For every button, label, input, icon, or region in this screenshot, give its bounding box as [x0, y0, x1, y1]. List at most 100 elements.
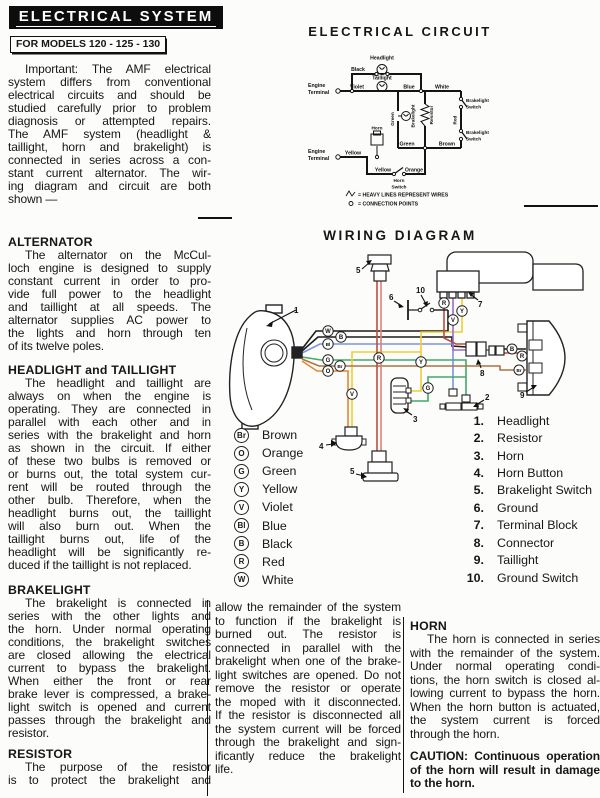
- circuit-heavy-wires: [340, 73, 462, 175]
- wire-code-badge: V: [234, 499, 249, 515]
- svg-text:Brakelight: Brakelight: [411, 104, 416, 127]
- component-number: 6.: [473, 500, 484, 515]
- svg-text:Horn: Horn: [394, 178, 405, 183]
- component-number: 5.: [473, 483, 484, 498]
- text-line: light switch is opened and current: [8, 700, 211, 714]
- svg-text:Yellow: Yellow: [345, 151, 362, 157]
- wire-code-badge: O: [234, 445, 249, 461]
- text-line: tions, the horn switch is closed al-: [410, 672, 600, 687]
- wire-color-name: Red: [262, 554, 285, 569]
- wire-tag: V: [451, 318, 455, 324]
- wire-color-name: Green: [262, 464, 297, 479]
- text-line: is to protect the brakelight and: [8, 773, 211, 787]
- column-divider-right: [403, 617, 405, 793]
- svg-text:Orange: Orange: [405, 168, 423, 174]
- wire-tag: Bl: [326, 342, 331, 348]
- text-line: studied carefully prior to problem: [8, 101, 211, 115]
- text-line: Important: The AMF electrical: [25, 63, 211, 76]
- text-line: of the horn will result in damage: [410, 762, 600, 777]
- svg-text:Brown: Brown: [439, 142, 455, 148]
- text-line: headlight burns out, the taillight: [8, 506, 211, 520]
- brakelight-switch-top-drawing: [367, 254, 392, 282]
- wire-tag: Y: [419, 360, 423, 366]
- callout-10: 10: [416, 286, 425, 295]
- text-line: through the horn.: [410, 726, 500, 741]
- circuit-legend: = HEAVY LINES REPRESENT WIRES = CONNECTI…: [345, 190, 449, 208]
- component-legend-row: 4. Horn Button: [460, 464, 598, 481]
- brakelight-switch-bottom-drawing: [362, 450, 399, 482]
- section-heading-headlight-taillight: HEADLIGHT and TAILLIGHT: [8, 363, 177, 377]
- component-name: Headlight: [497, 413, 550, 428]
- text-line: the horn. Under normal operating: [8, 622, 211, 636]
- component-legend-row: 1. Headlight: [460, 412, 598, 429]
- text-line: system differs from conventional: [8, 75, 211, 89]
- color-legend-row: V Violet: [234, 498, 364, 516]
- text-line: lowing current to bypass the horn.: [410, 686, 600, 700]
- wire-code-badge: R: [234, 554, 249, 570]
- component-name: Ground: [497, 500, 539, 515]
- component-name: Terminal Block: [497, 518, 578, 533]
- wire-tag: B: [339, 335, 344, 341]
- engine-drawing: [436, 251, 584, 299]
- text-line: headlight will be significantly re-: [8, 545, 211, 559]
- component-name: Horn Button: [497, 466, 564, 481]
- svg-text:Brakelight: Brakelight: [466, 130, 489, 135]
- page-title: ELECTRICAL SYSTEM: [9, 6, 223, 29]
- left-column: ALTERNATOR The alternator on the McCul-l…: [8, 236, 211, 787]
- text-line: When the horn button is actuated,: [410, 699, 600, 714]
- wire-color-name: Violet: [262, 500, 293, 515]
- wire-code-badge: Bl: [234, 518, 249, 534]
- component-number: 8.: [473, 535, 484, 550]
- svg-text:Engine: Engine: [308, 83, 325, 89]
- wire-color-name: Black: [262, 536, 293, 551]
- text-line: If the resistor is disconnected all: [215, 708, 401, 722]
- component-number: 4.: [473, 466, 484, 481]
- section-heading-resistor: RESISTOR: [8, 747, 73, 761]
- component-number: 3.: [473, 448, 484, 463]
- component-number: 2.: [473, 431, 484, 446]
- component-legend-row: 7.Terminal Block: [460, 517, 598, 534]
- wire-tag: Br: [337, 364, 342, 370]
- callout-6: 6: [389, 293, 394, 302]
- wire-tag: Br: [516, 368, 521, 374]
- text-line: conditions, the brakelight switches: [8, 635, 211, 649]
- callout-7: 7: [478, 300, 483, 309]
- svg-text:Horn: Horn: [372, 126, 383, 131]
- headlight-connector: [291, 346, 303, 359]
- svg-text:Switch: Switch: [391, 185, 406, 190]
- text-line: to the horn.: [410, 776, 475, 790]
- text-line: brakelight when one of the brake-: [215, 654, 401, 668]
- text-line: series with the brakelight and horn: [8, 428, 211, 442]
- wire-red-terminal: [443, 298, 467, 345]
- wire-tag: G: [326, 358, 331, 364]
- text-line: parallel with each other and in: [8, 415, 211, 429]
- text-line: series with the other lights and: [8, 609, 211, 623]
- text-line: the lights and horn through ten: [8, 326, 211, 340]
- wire-tag: W: [325, 329, 331, 335]
- svg-text:Brakelight: Brakelight: [466, 98, 489, 103]
- wire-tag: R: [377, 356, 382, 362]
- color-legend-row: R Red: [234, 553, 364, 571]
- text-line: the moped with it disconnected.: [215, 694, 401, 709]
- component-legend-row: 5.Brakelight Switch: [460, 482, 598, 499]
- component-legend-row: 8.Connector: [460, 534, 598, 551]
- section-heading-brakelight: BRAKELIGHT: [8, 583, 91, 597]
- text-line: allow the remainder of the system: [215, 601, 401, 614]
- svg-text:Yellow: Yellow: [375, 168, 392, 174]
- resistor-symbol: [419, 103, 431, 127]
- callout-5-bottom: 5: [350, 467, 355, 476]
- text-line: The horn is connected in series: [427, 632, 600, 646]
- text-line: shown —: [8, 192, 58, 206]
- wire-color-name: Blue: [262, 518, 287, 533]
- component-number: 1.: [473, 413, 484, 428]
- text-line: or burns out, the total system cur-: [8, 467, 211, 481]
